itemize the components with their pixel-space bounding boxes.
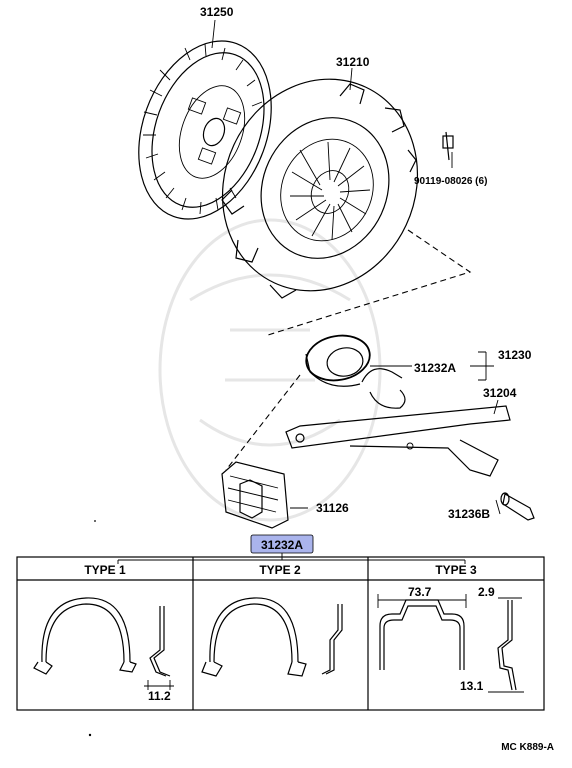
label-31250: 31250 bbox=[200, 5, 234, 19]
clutch-cover-drawing bbox=[221, 67, 419, 299]
dim-type3-depth: 2.9 bbox=[478, 585, 495, 599]
types-table bbox=[16, 556, 545, 711]
dim-type3-height: 13.1 bbox=[460, 679, 484, 693]
label-31204: 31204 bbox=[483, 386, 517, 400]
release-bearing-drawing bbox=[305, 334, 494, 409]
table-header-type1: TYPE 1 bbox=[84, 563, 126, 577]
bolt-drawing bbox=[442, 131, 454, 168]
label-31230: 31230 bbox=[498, 348, 532, 362]
release-fork-drawing bbox=[285, 399, 511, 477]
clip-type3-drawing bbox=[377, 594, 524, 693]
table-header-type3: TYPE 3 bbox=[435, 563, 477, 577]
stray-dot bbox=[88, 733, 92, 737]
table-header-type2: TYPE 2 bbox=[259, 563, 301, 577]
alignment-dashes-upper bbox=[267, 229, 472, 336]
label-bolt-90119: 90119-08026 (6) bbox=[414, 176, 487, 187]
pivot-stud-drawing bbox=[495, 492, 535, 521]
footer-code: MC K889-A bbox=[501, 742, 554, 753]
boot-drawing bbox=[221, 461, 308, 529]
label-31232a: 31232A bbox=[414, 361, 456, 375]
clip-type1-drawing bbox=[33, 597, 174, 690]
stray-dot bbox=[94, 520, 96, 522]
highlighted-part-label: 31232A bbox=[261, 538, 303, 552]
alignment-dashes-lower bbox=[225, 374, 301, 471]
clutch-disc-drawing bbox=[138, 19, 272, 220]
label-31236b: 31236B bbox=[448, 507, 490, 521]
dim-type3-width: 73.7 bbox=[408, 585, 432, 599]
clip-type2-drawing bbox=[201, 597, 343, 677]
label-31126: 31126 bbox=[316, 501, 349, 515]
dim-type1-height: 11.2 bbox=[148, 689, 171, 703]
watermark-emblem bbox=[158, 218, 382, 522]
label-31210: 31210 bbox=[336, 55, 370, 69]
